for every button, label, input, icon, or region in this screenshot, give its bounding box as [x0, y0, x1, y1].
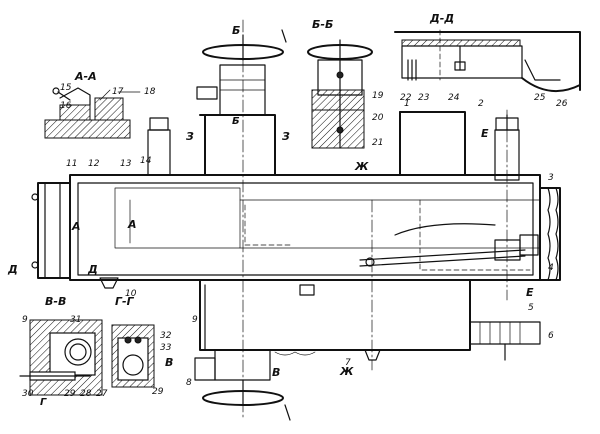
section-g-g-view [111, 324, 155, 388]
view-mark-zh-top: Ж [354, 160, 369, 173]
callout-2: 2 [478, 99, 484, 109]
section-b-b-view [307, 39, 373, 149]
callout-9b: 9 [22, 315, 28, 325]
callout-10: 10 [125, 289, 137, 299]
callout-11: 11 [66, 159, 77, 169]
view-mark-v-right: В [272, 366, 280, 379]
callout-4: 4 [548, 263, 554, 273]
callout-3: 3 [548, 173, 554, 183]
callout-32: 32 [160, 331, 172, 341]
callout-31: 31 [70, 315, 81, 325]
callout-29b: 29 [152, 387, 164, 397]
callout-14: 14 [140, 156, 152, 166]
callout-28: 28 [80, 389, 92, 399]
callout-30: 30 [22, 389, 34, 399]
callout-27: 27 [96, 389, 108, 399]
callout-24: 24 [448, 93, 460, 103]
callout-17: 17 [112, 87, 124, 97]
callout-22: 22 [400, 93, 412, 103]
view-mark-v-left: В [165, 356, 173, 369]
view-mark-z-right: З [282, 130, 290, 143]
callout-5: 5 [528, 303, 534, 313]
section-d-d-view [394, 29, 581, 93]
callout-6: 6 [548, 331, 554, 341]
view-mark-a-left: А [71, 220, 81, 233]
callout-1: 1 [404, 99, 410, 109]
callout-18: 18 [144, 87, 156, 97]
callout-25: 25 [534, 93, 546, 103]
callout-26: 26 [556, 99, 568, 109]
callout-15: 15 [60, 83, 72, 93]
callout-13: 13 [120, 159, 132, 169]
section-label-aa: А-А [74, 70, 97, 83]
callout-23: 23 [418, 93, 430, 103]
section-label-gg: Г-Г [115, 295, 135, 308]
callout-12: 12 [88, 159, 100, 169]
section-v-v-view [19, 319, 103, 396]
view-mark-a-right: А [127, 218, 137, 231]
section-label-vv: В-В [45, 295, 66, 308]
view-mark-z-left: З [186, 130, 194, 143]
lower-housing [99, 277, 541, 421]
callout-7: 7 [345, 358, 351, 368]
section-label-bb: Б-Б [312, 18, 333, 31]
callout-19: 19 [372, 91, 384, 101]
view-mark-d-right: Д [87, 263, 98, 276]
callout-8: 8 [186, 378, 192, 388]
callout-29: 29 [64, 389, 76, 399]
view-mark-zh-bot: Ж [339, 365, 354, 378]
view-mark-g-bot: Г [40, 397, 47, 408]
callout-9: 9 [192, 315, 198, 325]
section-a-a-view [44, 87, 141, 139]
section-label-dd: Д-Д [429, 12, 454, 25]
view-mark-e-bot: Е [526, 286, 534, 299]
headstock-body [31, 19, 561, 421]
callout-21: 21 [372, 138, 383, 148]
view-mark-b-top: Б [232, 24, 240, 37]
view-mark-b-mid: Б [232, 116, 240, 127]
view-mark-e-top: Е [481, 127, 489, 140]
callout-33: 33 [160, 343, 172, 353]
view-mark-d-left: Д [7, 263, 18, 276]
callout-16: 16 [60, 101, 72, 111]
callout-20: 20 [372, 113, 384, 123]
